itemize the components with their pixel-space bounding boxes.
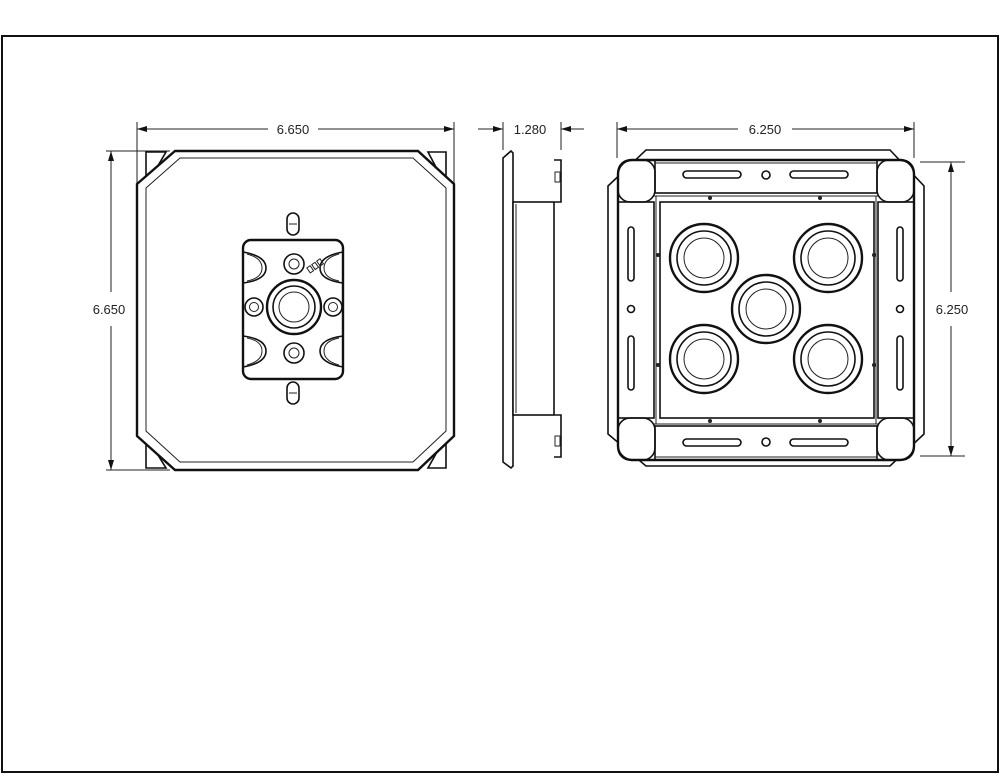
center-hub (241, 238, 345, 381)
front-height-dimension: 6.650 (93, 150, 170, 471)
box-body-profile (512, 201, 555, 416)
side-tab-top (554, 159, 562, 203)
corner-blocks (617, 159, 915, 461)
plate-inner-edge (145, 157, 447, 463)
back-view: 6.250 6.250 (607, 122, 969, 467)
front-view: 6.650 6.650 (93, 122, 456, 472)
front-height-label: 6.650 (93, 302, 126, 317)
box-floor (659, 201, 875, 419)
knockout-top-left (668, 222, 740, 294)
knockout-bottom-right (792, 323, 864, 395)
embossed-stamp-mark (306, 258, 325, 274)
plate-profile (502, 149, 514, 470)
knockout-center (730, 273, 802, 345)
rail-slots (626, 170, 905, 447)
front-width-label: 6.650 (277, 122, 310, 137)
mounting-slot-top (286, 212, 300, 236)
back-width-dimension: 6.250 (616, 122, 915, 158)
front-width-dimension: 6.650 (136, 122, 455, 185)
side-depth-dimension: 1.280 (478, 122, 584, 150)
box-body (616, 158, 916, 462)
mounting-slot-bottom (286, 381, 300, 405)
knockout-top-right (792, 222, 864, 294)
side-depth-label: 1.280 (514, 122, 547, 137)
back-width-label: 6.250 (749, 122, 782, 137)
back-height-dimension: 6.250 (920, 161, 969, 457)
side-view: 1.280 (478, 122, 584, 470)
knockout-bottom-left (668, 323, 740, 395)
sheet-border (1, 35, 999, 773)
rivet-dots (656, 196, 876, 423)
back-height-label: 6.250 (936, 302, 969, 317)
